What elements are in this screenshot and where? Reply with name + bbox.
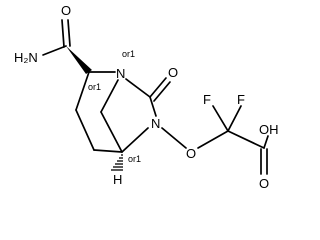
- stereo-labels: or1 or1 or1: [88, 49, 141, 164]
- bond-c3-c2: [75, 71, 90, 111]
- bond-c5-c4: [93, 149, 123, 153]
- atom-labels: H₂N O N O N O F F OH O H: [14, 3, 279, 191]
- bond-c7-n6: [149, 96, 157, 117]
- stereo-label-c2: or1: [88, 82, 101, 92]
- hashed-wedge-c5-h: [111, 154, 123, 171]
- bond-n6-o: [161, 127, 187, 149]
- wedge-c2-amide: [66, 46, 92, 74]
- bond-n1-bridge: [100, 79, 119, 113]
- bond-c7-o-a: [149, 77, 167, 98]
- molecule-structure: H₂N O N O N O F F OH O H or1 or1 or1: [14, 3, 279, 191]
- bond-c7-o-b: [153, 81, 171, 102]
- atom-nh2: H₂N: [14, 50, 38, 65]
- atom-acid-o: O: [259, 176, 269, 191]
- atom-n1: N: [116, 66, 125, 81]
- atom-lactam-o: O: [168, 65, 178, 80]
- bond-c-o-double-a: [61, 19, 65, 48]
- bond-o-cf2: [197, 130, 229, 149]
- bond-cf2-f1: [212, 105, 229, 132]
- atom-f2: F: [237, 92, 245, 107]
- stereo-label-c5: or1: [128, 154, 141, 164]
- atom-oh: OH: [259, 122, 279, 137]
- bond-c-nh2: [42, 45, 67, 56]
- stereo-label-n1: or1: [122, 49, 135, 59]
- bond-n6-c5: [121, 127, 149, 153]
- bond-c-oh: [263, 135, 269, 149]
- atom-amide-o: O: [61, 3, 71, 18]
- atom-f1: F: [203, 92, 211, 107]
- bonds: [42, 19, 269, 175]
- atom-n6: N: [151, 116, 160, 131]
- bond-c4-c3: [75, 109, 95, 151]
- atom-h: H: [113, 172, 122, 187]
- bond-c-o-double-b: [67, 19, 71, 47]
- bond-cf2-f2: [227, 105, 242, 132]
- bond-cf2-cooh: [227, 130, 265, 149]
- bond-bridge-c5: [100, 111, 123, 153]
- atom-ether-o: O: [186, 146, 196, 161]
- bond-n1-c7: [125, 78, 151, 98]
